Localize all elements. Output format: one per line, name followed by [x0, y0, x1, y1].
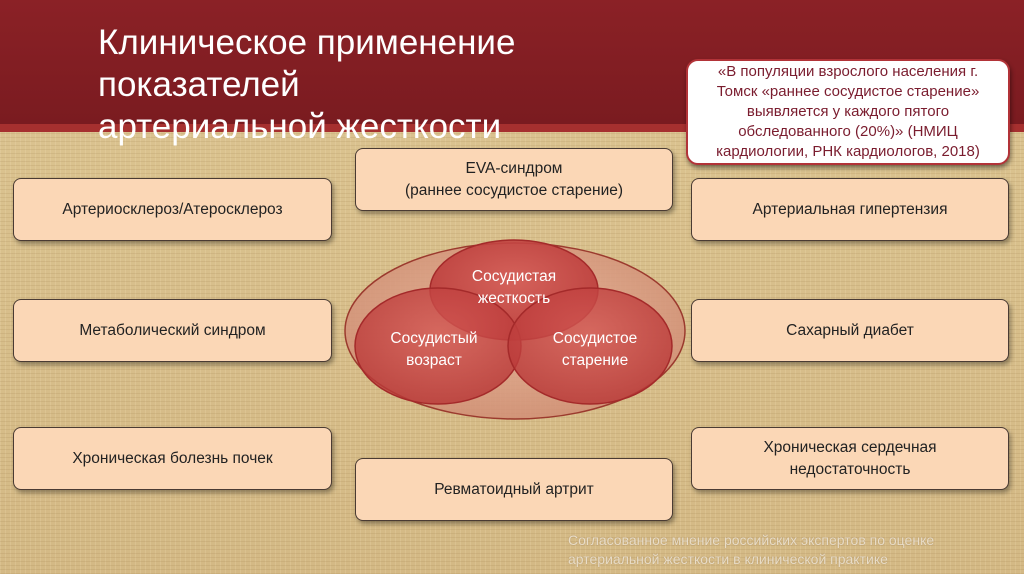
venn-label-aging-line-2: старение	[561, 352, 629, 369]
box-heart-failure: Хроническая сердечная недостаточность	[691, 427, 1009, 490]
box-eva-syndrome-line-1: EVA-синдром	[465, 159, 563, 177]
callout-line-4: обследованного (20%)» (НМИЦ	[738, 123, 958, 140]
venn-label-aging: Сосудистое старение	[530, 328, 660, 372]
box-rheumatoid-arthritis-label: Ревматоидный артрит	[434, 480, 594, 498]
box-arterial-hypertension: Артериальная гипертензия	[691, 178, 1009, 241]
box-metabolic-syndrome-label: Метаболический синдром	[79, 321, 266, 339]
slide-title-line-2: артериальной жесткости	[98, 107, 502, 146]
box-diabetes-label: Сахарный диабет	[786, 321, 914, 339]
venn-label-aging-line-1: Сосудистое	[552, 330, 638, 347]
venn-label-stiffness-line-2: жесткость	[477, 290, 551, 307]
callout-line-3: выявляется у каждого пятого	[746, 103, 950, 120]
box-chronic-kidney-disease: Хроническая болезнь почек	[13, 427, 332, 490]
box-eva-syndrome: EVA-синдром (раннее сосудистое старение)	[355, 148, 673, 211]
box-metabolic-syndrome: Метаболический синдром	[13, 299, 332, 362]
box-diabetes: Сахарный диабет	[691, 299, 1009, 362]
venn-label-stiffness: Сосудистая жесткость	[444, 266, 584, 310]
header-accent-band	[0, 124, 1024, 132]
venn-label-stiffness-line-1: Сосудистая	[471, 268, 557, 285]
venn-circle-aging	[507, 287, 673, 405]
box-rheumatoid-arthritis: Ревматоидный артрит	[355, 458, 673, 521]
box-chronic-kidney-disease-label: Хроническая болезнь почек	[72, 449, 273, 467]
callout-line-1: «В популяции взрослого населения г.	[717, 63, 979, 80]
venn-label-age-line-2: возраст	[406, 352, 462, 369]
box-arteriosclerosis-label: Артериосклероз/Атеросклероз	[62, 200, 283, 218]
box-arteriosclerosis: Артериосклероз/Атеросклероз	[13, 178, 332, 241]
venn-label-age: Сосудистый возраст	[374, 328, 494, 372]
callout-line-2: Томск «раннее сосудистое старение»	[716, 83, 980, 100]
slide-title: Клиническое применение показателей артер…	[98, 22, 698, 148]
box-eva-syndrome-line-2: (раннее сосудистое старение)	[404, 181, 624, 199]
box-heart-failure-line-1: Хроническая сердечная	[763, 438, 937, 456]
venn-label-age-line-1: Сосудистый	[390, 330, 478, 347]
box-heart-failure-line-2: недостаточность	[789, 460, 911, 478]
box-arterial-hypertension-label: Артериальная гипертензия	[752, 200, 948, 218]
source-footnote: Согласованное мнение российских эксперто…	[568, 531, 1018, 569]
slide-title-line-1: Клиническое применение показателей	[98, 23, 516, 104]
callout-box: «В популяции взрослого населения г. Томс…	[686, 59, 1010, 165]
source-footnote-line-1: Согласованное мнение российских эксперто…	[568, 532, 935, 548]
source-footnote-line-2: артериальной жесткости в клинической пра…	[568, 551, 888, 567]
callout-line-5: кардиологии, РНК кардиологов, 2018)	[716, 143, 980, 160]
